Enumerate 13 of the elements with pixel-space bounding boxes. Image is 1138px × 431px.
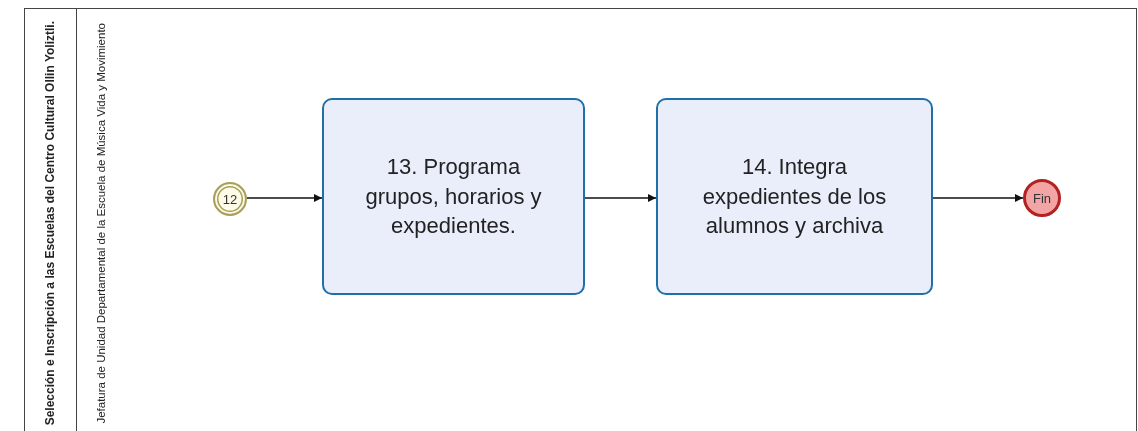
node-label: 13. Programa grupos, horarios y expedientes. [364,152,543,241]
intermediate-event-circle [213,182,247,216]
end-event-circle [1023,179,1061,217]
node-label: 14. Integra expedientes de los alumnos y archiva [701,152,888,241]
lane-title: Jefatura de Unidad Departamental de la Escuela de Música Vida y Movimiento [93,23,108,424]
task-box [322,98,585,295]
arrow [246,194,323,202]
node-label: 12 [222,191,238,207]
arrow [584,194,657,202]
node-label: Fin [1032,190,1052,206]
arrow [932,194,1024,202]
task-box [656,98,933,295]
pool-title: Selección e Inscripción a las Escuelas del Centro Cultural Ollin Yoliztli. [42,21,58,426]
